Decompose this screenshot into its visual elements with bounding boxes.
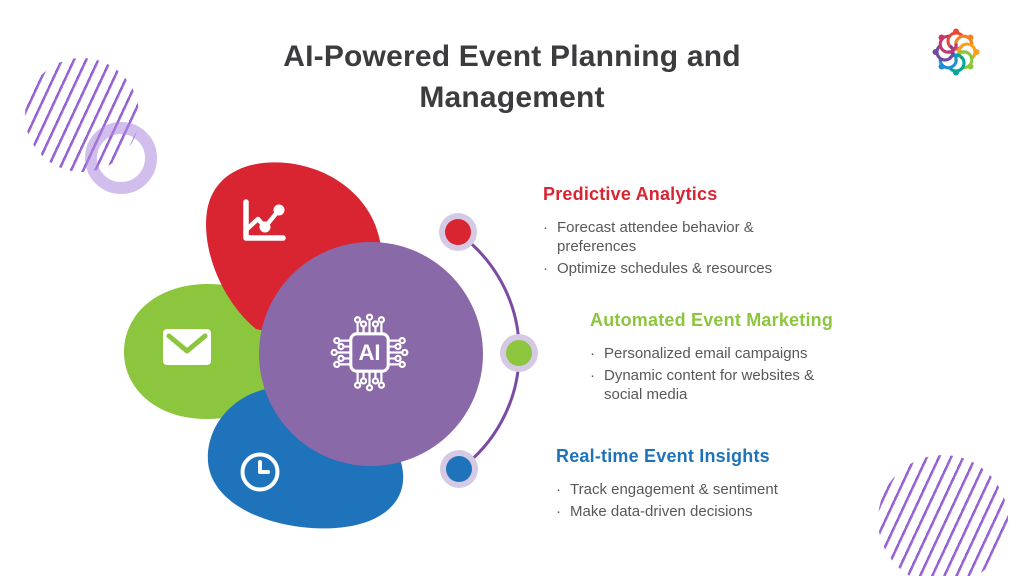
envelope-icon — [163, 329, 211, 365]
section-heading: Automated Event Marketing — [590, 310, 834, 330]
center-circle — [259, 242, 483, 466]
ai-chip-icon: AI — [330, 313, 409, 392]
section-bullets: ·Forecast attendee behavior & preference… — [543, 218, 801, 278]
ai-chip-label: AI — [358, 340, 380, 365]
bullet-item: ·Optimize schedules & resources — [543, 260, 773, 277]
bullet-item: ·Dynamic content for websites & social m… — [590, 367, 815, 403]
bullet-dot: · — [543, 260, 548, 277]
line-chart-icon — [243, 199, 286, 241]
section-automated-event-marketing: Automated Event Marketing ·Personalized … — [590, 310, 880, 407]
bullet-dot: · — [556, 481, 561, 498]
bullet-item: ·Personalized email campaigns — [590, 345, 808, 362]
connector-dot-blue — [446, 456, 472, 482]
bullet-dot: · — [590, 367, 595, 384]
bullet-dot: · — [590, 345, 595, 362]
clock-icon — [240, 452, 280, 492]
section-heading: Real-time Event Insights — [556, 446, 770, 466]
section-real-time-event-insights: Real-time Event Insights ·Track engageme… — [556, 446, 846, 524]
bullet-dot: · — [556, 503, 561, 520]
brand-logo — [932, 28, 980, 76]
section-bullets: ·Track engagement & sentiment ·Make data… — [556, 480, 814, 521]
connector-dot-red — [445, 219, 471, 245]
page-title: AI-Powered Event Planning and Management — [283, 40, 741, 114]
section-predictive-analytics: Predictive Analytics ·Forecast attendee … — [543, 184, 833, 281]
connector-dot-green — [506, 340, 532, 366]
bullet-item: ·Track engagement & sentiment — [556, 481, 778, 498]
section-bullets: ·Personalized email campaigns ·Dynamic c… — [590, 344, 848, 404]
bullet-item: ·Make data-driven decisions — [556, 503, 753, 520]
logo-swirl-figures — [932, 28, 980, 76]
section-heading: Predictive Analytics — [543, 184, 718, 204]
bullet-item: ·Forecast attendee behavior & preference… — [543, 219, 754, 255]
bullet-dot: · — [543, 219, 548, 236]
striped-circle-decoration-bottom-right — [878, 455, 1008, 576]
